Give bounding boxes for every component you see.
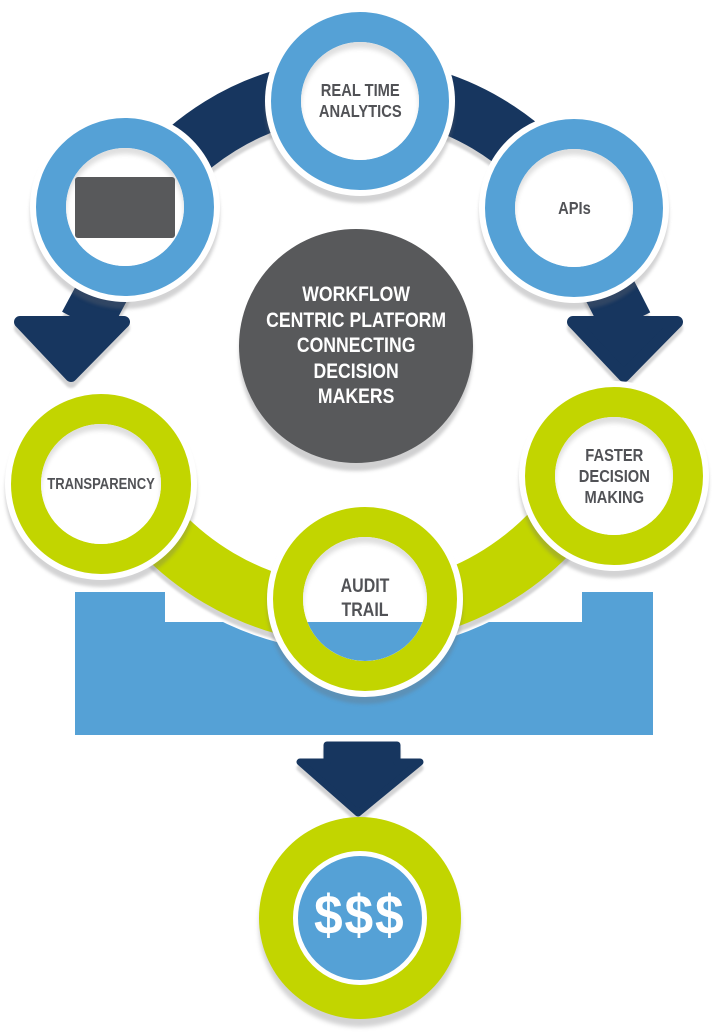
center-platform-circle: WORKFLOW CENTRIC PLATFORM CONNECTING DEC…: [239, 229, 473, 463]
audit-trail-water-fill: [303, 622, 427, 661]
apis-label: APIs: [557, 197, 591, 218]
node-real-time-analytics: REAL TIME ANALYTICS: [265, 6, 455, 196]
node-faster-decision-making: FASTER DECISION MAKING: [519, 381, 709, 571]
audit-trail-label: AUDIT TRAIL: [340, 576, 390, 621]
dollar-signs-icon: $$$: [314, 883, 406, 946]
real-time-analytics-label: REAL TIME ANALYTICS: [318, 80, 402, 121]
down-arrow-center-icon: [296, 741, 424, 817]
node-apis: APIs: [479, 113, 669, 303]
node-logo: [30, 112, 220, 302]
faster-decision-making-label: FASTER DECISION MAKING: [578, 444, 650, 507]
money-inner-circle: $$$: [293, 851, 427, 985]
transparency-label: TRANSPARENCY: [47, 475, 155, 493]
node-transparency: TRANSPARENCY: [5, 388, 197, 580]
logo-placeholder-icon: [75, 176, 175, 238]
node-money: $$$: [259, 817, 461, 1019]
logo-circle-content: [66, 148, 184, 266]
center-platform-label: WORKFLOW CENTRIC PLATFORM CONNECTING DEC…: [266, 283, 446, 409]
node-audit-trail: AUDIT TRAIL: [267, 501, 463, 697]
